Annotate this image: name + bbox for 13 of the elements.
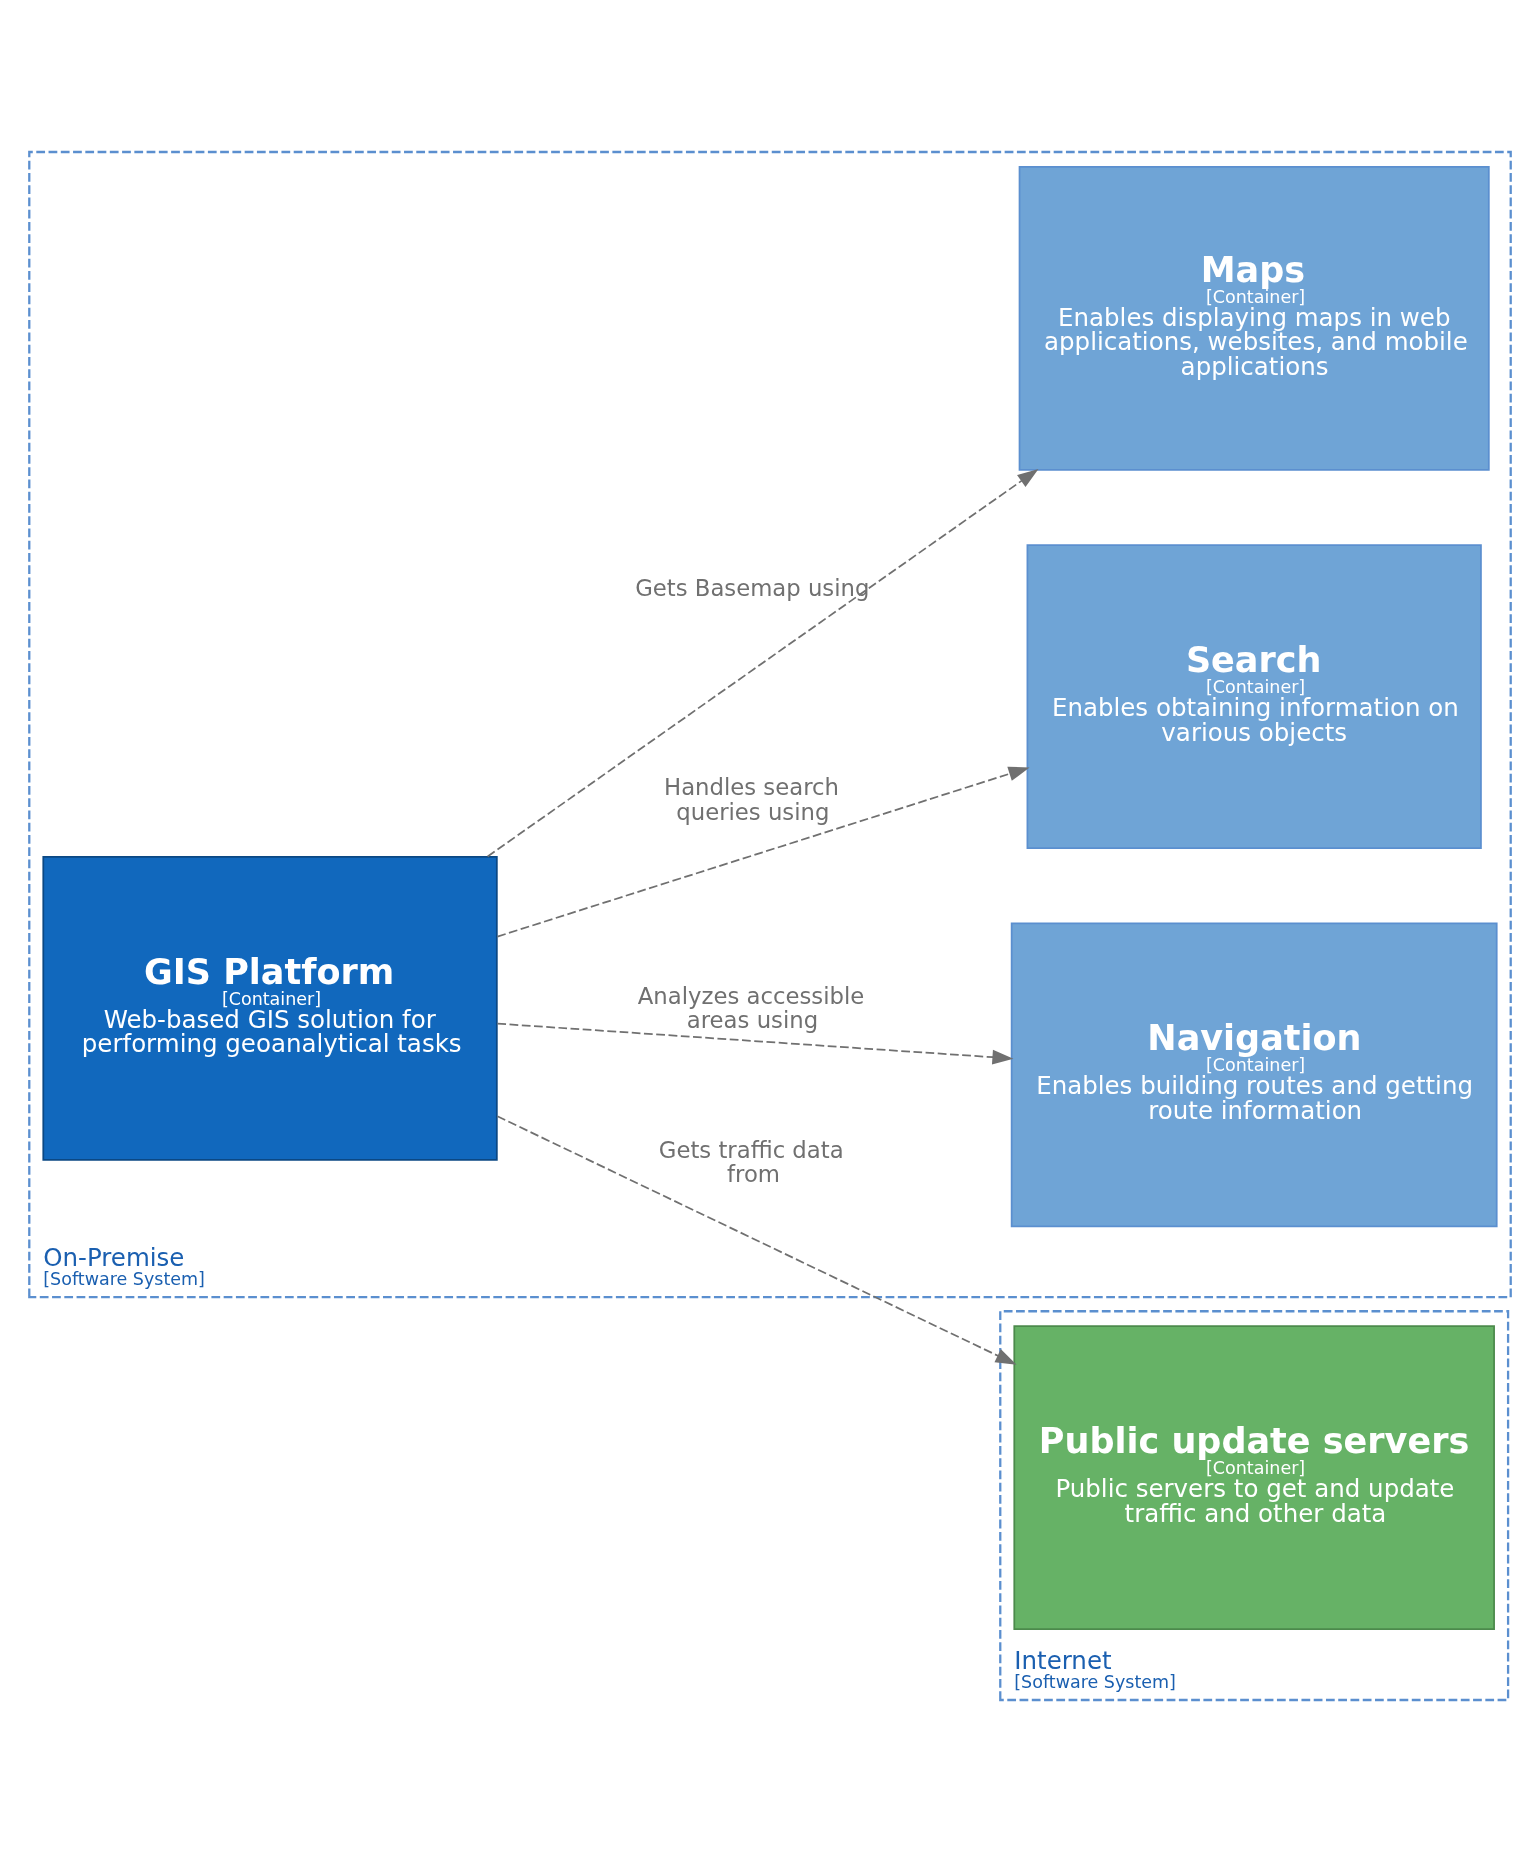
arrow xyxy=(496,766,1030,938)
edge-label: Handles search queries using xyxy=(664,774,839,825)
edge-label: Gets Basemap using xyxy=(635,574,870,601)
arrow xyxy=(496,1115,1017,1365)
node-box: Search [Container] Enables obtaining information on various objects xyxy=(1026,544,1482,849)
edge-label: Gets traffic data from xyxy=(658,1136,844,1188)
node-box: Public update servers [Container] Public servers to get and update traffic and other data xyxy=(1013,1325,1495,1630)
node-box: Navigation [Container] Enables building routes and getting route information xyxy=(1010,922,1498,1228)
arrow xyxy=(496,1022,1014,1065)
arrow xyxy=(486,468,1039,858)
edge-label: Analyzes accessible areas using xyxy=(637,982,865,1034)
node-box: GIS Platform [Container] Web-based GIS solution for performing geoanalytical tasks xyxy=(42,855,498,1161)
node-box: Maps [Container] Enables displaying maps in web applications, websites, and mobile applications xyxy=(1018,166,1490,471)
